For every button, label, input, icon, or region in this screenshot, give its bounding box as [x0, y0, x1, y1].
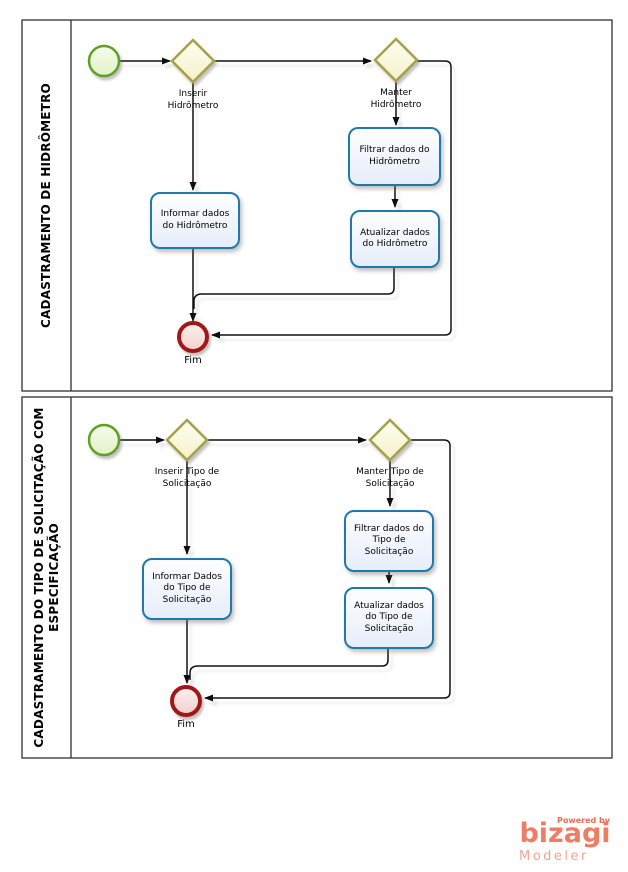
start-event-1[interactable] — [87, 44, 121, 78]
flow-manter-loop-to-fim-1 — [211, 60, 452, 339]
modeler-label: Modeler — [519, 849, 589, 864]
task-atualizar-dados-tipo-solicitacao[interactable]: Atualizar dados do Tipo de Solicitação — [344, 587, 434, 649]
label-end-event-2: Fim — [177, 719, 195, 730]
end-event-1[interactable] — [177, 321, 209, 353]
powered-by-label: Powered by — [557, 816, 610, 825]
task-informar-dados-tipo-solicitacao[interactable]: Informar Dados do Tipo de Solicitação — [142, 558, 232, 620]
lane-title-tipo-solicitacao: CADASTRAMENTO DO TIPO DE SOLICITAÇÃO COM… — [31, 407, 61, 748]
label-gateway-inserir-2: Inserir Tipo de Solicitação — [154, 467, 220, 489]
pool-tipo-solicitacao-frame — [21, 396, 613, 759]
task-filtrar-dados-hidrometro[interactable]: Filtrar dados do Hidrômetro — [348, 127, 441, 186]
pool-hidrometro-frame — [21, 19, 613, 392]
start-event-2[interactable] — [87, 423, 121, 457]
label-end-event-1: Fim — [184, 355, 202, 366]
task-informar-dados-hidrometro[interactable]: Informar dados do Hidrômetro — [150, 192, 240, 249]
gateway-inserir-tipo-solicitacao[interactable] — [165, 418, 209, 462]
task-atualizar-dados-hidrometro[interactable]: Atualizar dados do Hidrômetro — [350, 210, 440, 268]
flow-atualizar-to-fim-2 — [189, 649, 389, 680]
flow-atualizar-to-fim-1 — [193, 268, 395, 309]
flow-manter-loop-to-fim-2 — [204, 439, 451, 702]
gateway-manter-hidrometro[interactable] — [373, 37, 419, 83]
lane-title-hidrometro: CADASTRAMENTO DE HIDRÔMETRO — [39, 83, 53, 328]
label-gateway-manter-1: Manter Hidrômetro — [370, 88, 422, 110]
bizagi-logo: bizagi — [519, 818, 611, 849]
gateway-manter-tipo-solicitacao[interactable] — [368, 418, 412, 462]
label-gateway-manter-2: Manter Tipo de Solicitação — [356, 467, 424, 489]
gateway-inserir-hidrometro[interactable] — [170, 38, 216, 84]
end-event-2[interactable] — [170, 685, 202, 717]
label-gateway-inserir-1: Inserir Hidrômetro — [167, 89, 219, 111]
task-filtrar-dados-tipo-solicitacao[interactable]: Filtrar dados do Tipo de Solicitação — [344, 510, 434, 572]
